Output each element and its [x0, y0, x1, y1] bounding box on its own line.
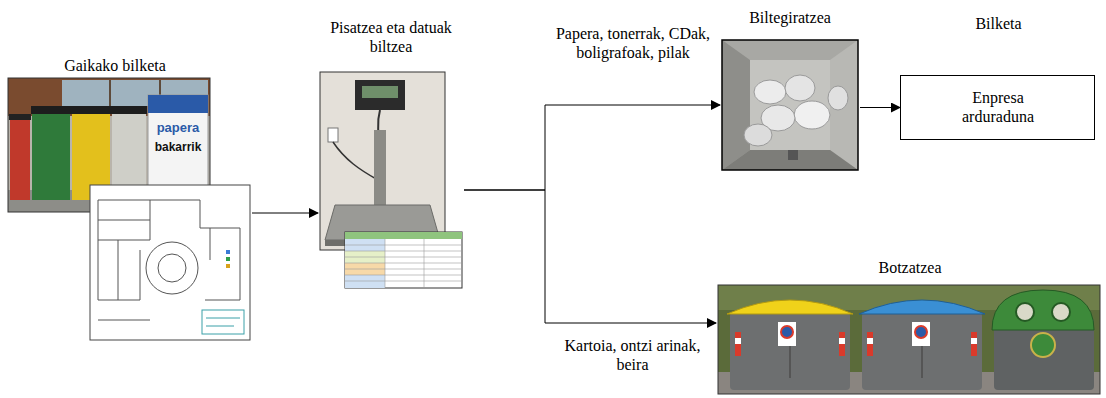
- flow-arrow: [252, 213, 318, 214]
- sign-text: bakarrik: [146, 141, 210, 154]
- storage-photo: [722, 40, 858, 170]
- process-box: BilketaEnpresa arduraduna: [900, 75, 1095, 140]
- containers-photo: [718, 285, 1100, 394]
- box-text: Enpresa arduraduna: [943, 88, 1053, 126]
- photo-node: Pisatzea eta datuak biltzea: [318, 18, 464, 290]
- flow-arrow: [464, 190, 716, 323]
- flow-arrow: [464, 105, 720, 190]
- spreadsheet: [345, 232, 462, 288]
- node-heading: Pisatzea eta datuak biltzea: [318, 18, 464, 56]
- node-heading: Botzatzea: [716, 258, 1104, 277]
- node-heading: Gaikako bilketa: [8, 56, 222, 75]
- floor-plan: [90, 185, 250, 340]
- sign-text: papera: [148, 121, 208, 135]
- scale-photo: [320, 72, 445, 250]
- photo-node: Biltegiratzea: [720, 8, 860, 172]
- photo-node: Botzatzea: [716, 258, 1104, 396]
- branch-label: Papera, tonerrak, CDak, boligrafoak, pil…: [548, 24, 718, 62]
- branch-label: Kartoia, ontzi arinak, beira: [550, 336, 715, 374]
- photo-node: Gaikako bilketa: [8, 56, 252, 342]
- node-heading: Biltegiratzea: [720, 8, 860, 27]
- node-heading: Bilketa: [901, 14, 1096, 33]
- flow-arrow: [860, 107, 900, 108]
